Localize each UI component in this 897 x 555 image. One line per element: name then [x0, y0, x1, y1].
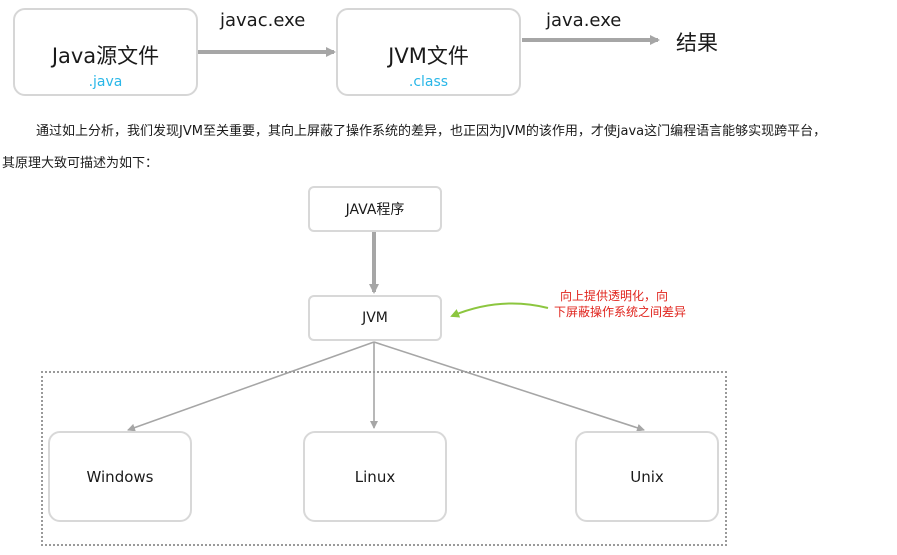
jvm-note: 向上提供透明化，向 下屏蔽操作系统之间差异 [554, 288, 686, 320]
jvm-note-line-1: 向上提供透明化，向 [560, 289, 669, 303]
jvm-file-title: JVM文件 [388, 44, 469, 68]
result-label: 结果 [676, 31, 718, 55]
paragraph-line-2: 其原理大致可描述为如下： [2, 156, 159, 171]
run-label: java.exe [546, 10, 622, 31]
java-source-extension: .java [88, 74, 123, 90]
jvm-file-box: JVM文件 .class [336, 8, 521, 96]
paragraph-line-1: 通过如上分析，我们发现JVM至关重要，其向上屏蔽了操作系统的差异，也正因为JVM… [36, 124, 827, 139]
os-node-windows: Windows [48, 431, 192, 522]
note-arrow [450, 302, 549, 318]
jvm-note-line-2: 下屏蔽操作系统之间差异 [554, 305, 687, 319]
compile-label: javac.exe [220, 10, 306, 31]
jvm-to-windows-arrow [127, 341, 375, 432]
os-node-linux: Linux [303, 431, 447, 522]
os-group-frame [41, 371, 727, 546]
jvm-node: JVM [308, 295, 442, 341]
java-source-title: Java源文件 [51, 44, 160, 68]
jvm-file-extension: .class [408, 74, 449, 90]
java-program-node: JAVA程序 [308, 186, 442, 232]
jvm-to-unix-arrow [373, 341, 645, 432]
java-source-box: Java源文件 .java [13, 8, 198, 96]
os-node-unix: Unix [575, 431, 719, 522]
